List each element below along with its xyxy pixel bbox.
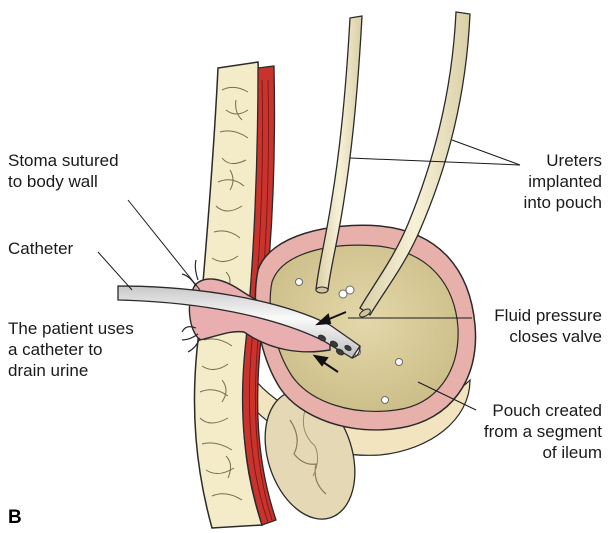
label-ureters: Ureters implanted into pouch: [524, 150, 602, 213]
label-stoma: Stoma sutured to body wall: [8, 150, 119, 192]
leader-stoma: [128, 200, 200, 290]
panel-letter: B: [8, 507, 22, 529]
label-catheter: Catheter: [8, 238, 73, 259]
label-pouch: Pouch created from a segment of ileum: [484, 400, 602, 463]
leader-ureters-2: [452, 140, 520, 165]
label-patient: The patient uses a catheter to drain uri…: [8, 318, 134, 381]
label-fluid-pressure: Fluid pressure closes valve: [494, 305, 602, 347]
leader-catheter: [98, 252, 132, 290]
